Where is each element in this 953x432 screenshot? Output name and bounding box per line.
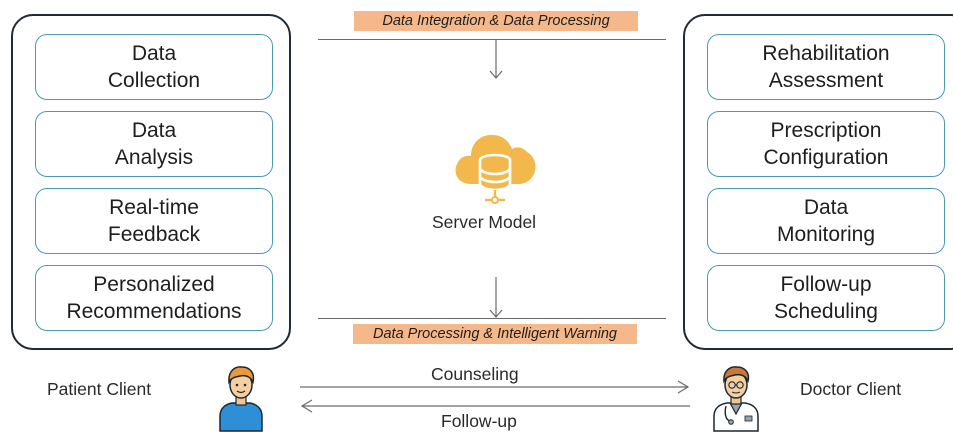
top-divider bbox=[318, 39, 666, 40]
top-banner: Data Integration & Data Processing bbox=[354, 11, 638, 31]
module-label-line2: Scheduling bbox=[774, 300, 878, 323]
module-label-line1: Data bbox=[131, 42, 177, 65]
cloud-database-icon bbox=[455, 134, 536, 204]
module-label-line1: Data bbox=[131, 119, 177, 142]
doctor-client-label: Doctor Client bbox=[800, 379, 902, 399]
server-model-label: Server Model bbox=[432, 212, 537, 232]
bottom-divider bbox=[318, 318, 666, 319]
counseling-label: Counseling bbox=[431, 364, 519, 384]
module-label-line2: Assessment bbox=[768, 69, 884, 92]
module-label-line2: Configuration bbox=[763, 146, 889, 169]
module-label-line1: Rehabilitation bbox=[762, 42, 890, 65]
patient-client-label: Patient Client bbox=[47, 379, 152, 399]
module-label-line2: Collection bbox=[107, 69, 201, 92]
module-label-line2: Recommendations bbox=[66, 300, 242, 323]
module-label-line1: Real-time bbox=[109, 196, 199, 219]
module-label-line1: Prescription bbox=[770, 119, 882, 142]
down-arrow-icon bbox=[489, 40, 503, 79]
follow-up-label: Follow-up bbox=[441, 411, 517, 431]
doctor-avatar-icon bbox=[713, 366, 759, 432]
patient-avatar-icon bbox=[219, 366, 263, 432]
down-arrow-icon bbox=[489, 277, 503, 318]
module-label-line1: Personalized bbox=[93, 273, 215, 296]
module-label-line1: Data bbox=[803, 196, 849, 219]
module-label-line2: Analysis bbox=[114, 146, 194, 169]
right-arrow-icon bbox=[300, 380, 690, 394]
left-arrow-icon bbox=[300, 399, 690, 413]
module-label-line1: Follow-up bbox=[780, 273, 872, 296]
bottom-banner: Data Processing & Intelligent Warning bbox=[353, 324, 637, 344]
module-label-line2: Monitoring bbox=[776, 223, 876, 246]
module-label-line2: Feedback bbox=[107, 223, 201, 246]
